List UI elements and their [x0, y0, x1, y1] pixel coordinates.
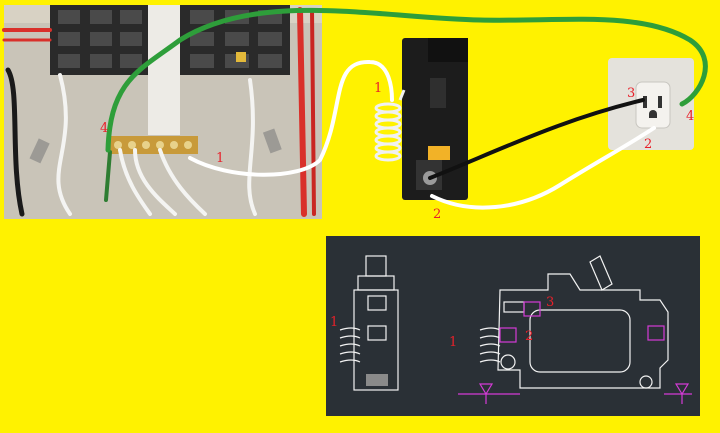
field-wires — [105, 7, 708, 210]
standoff-left — [29, 138, 50, 164]
panel-photo — [2, 5, 322, 219]
load-neutral-wire — [430, 126, 656, 210]
label-outlet-neutral: 2 — [644, 137, 652, 152]
hot-wire — [428, 98, 645, 180]
panel-neutral-wire — [188, 59, 394, 177]
photo-labels: 1 1 2 2 3 4 4 — [100, 81, 694, 222]
label-breaker-load-neutral: 2 — [433, 207, 441, 222]
bus-bar — [148, 5, 180, 135]
breaker-rows — [50, 5, 290, 75]
afci-breaker — [374, 38, 468, 200]
neutral-ground-bar — [108, 136, 198, 154]
cad-highlights — [458, 301, 692, 404]
bar-screws — [114, 141, 192, 149]
cad-label-terminal-2: 2 — [525, 329, 533, 344]
label-outlet-ground: 4 — [686, 109, 694, 124]
label-outlet-hot: 3 — [627, 86, 635, 101]
test-button — [428, 146, 450, 160]
cad-drawing: 1 1 2 3 — [326, 236, 700, 416]
cad-label-front-pigtail: 1 — [449, 335, 457, 350]
cad-side-view — [339, 255, 399, 391]
standoff-right — [262, 128, 282, 154]
ground-wire — [105, 7, 708, 153]
coiled-pigtail — [374, 89, 406, 162]
outlet — [608, 58, 694, 150]
label-breaker-pigtail: 1 — [374, 81, 382, 96]
label-panel-ground: 4 — [100, 121, 108, 136]
cad-label-terminal-3: 3 — [546, 295, 554, 310]
breaker-body — [402, 38, 468, 200]
label-panel-neutral: 1 — [216, 151, 224, 166]
breaker-handle — [430, 78, 446, 108]
panel-wires — [2, 7, 316, 217]
cad-background — [326, 236, 700, 416]
cad-label-side-pigtail: 1 — [330, 315, 338, 330]
cad-front-view — [479, 255, 669, 389]
